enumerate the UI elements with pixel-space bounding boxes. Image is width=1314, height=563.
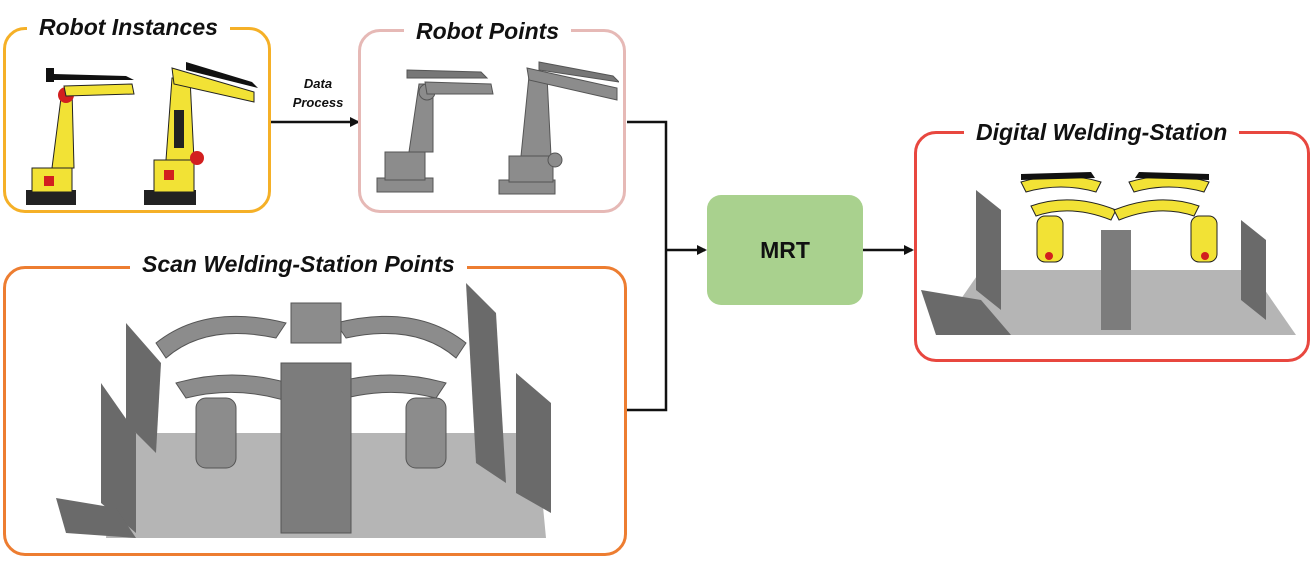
scan-points-title: Scan Welding-Station Points xyxy=(130,253,467,276)
digital-station-image xyxy=(921,172,1296,335)
scan-points-panel xyxy=(3,266,627,556)
mrt-node: MRT xyxy=(707,195,863,305)
robot-points-title: Robot Points xyxy=(404,20,572,43)
digital-station-title: Digital Welding-Station xyxy=(964,121,1240,144)
data-process-label: Data Process xyxy=(276,74,360,112)
robot-instances-panel xyxy=(3,27,271,213)
yellow-robot-arms-image xyxy=(26,62,258,205)
robot-points-panel xyxy=(358,29,626,213)
digital-station-panel xyxy=(914,131,1310,362)
robot-point-cloud-image xyxy=(376,61,619,195)
connector-scan-points xyxy=(627,250,668,412)
data-process-line2: Process xyxy=(292,95,344,110)
connector-robot-points xyxy=(627,120,668,250)
robot-instances-title: Robot Instances xyxy=(27,16,230,39)
data-process-line1: Data xyxy=(303,76,333,91)
scan-point-cloud-image xyxy=(56,283,551,538)
